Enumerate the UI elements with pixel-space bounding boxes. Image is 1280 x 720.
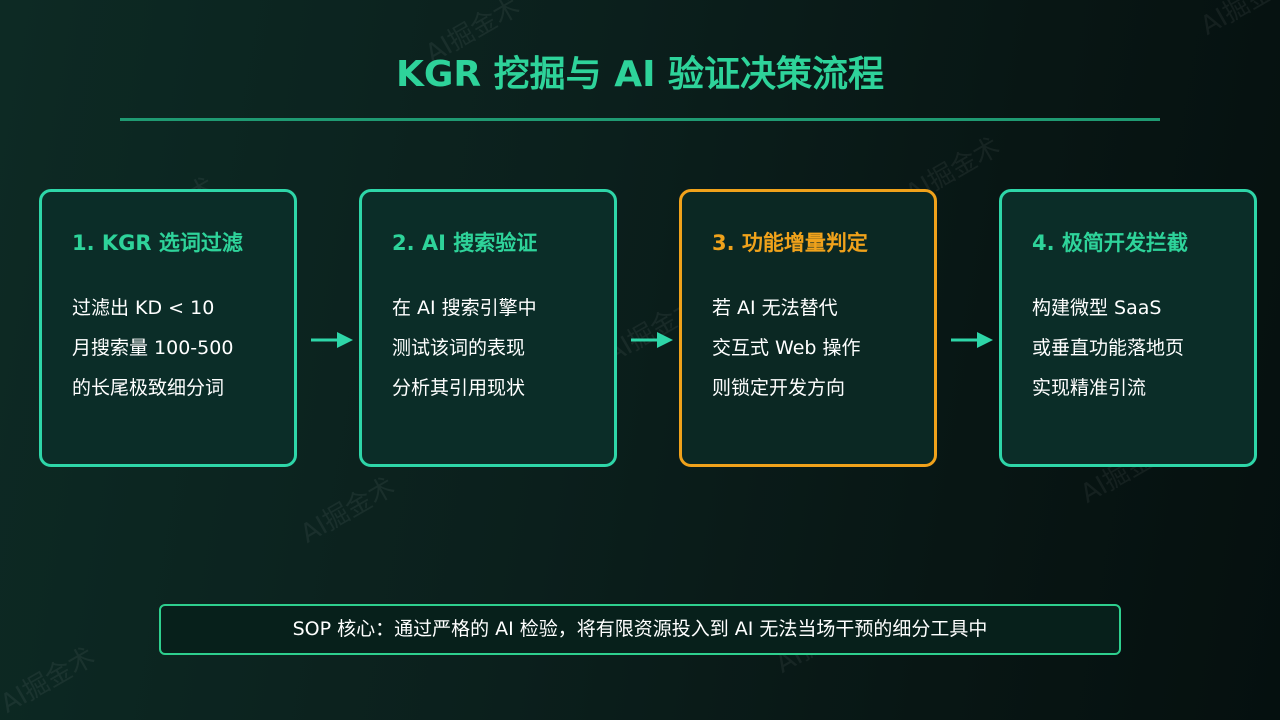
step-description: 过滤出 KD < 10 月搜索量 100-500 的长尾极致细分词 (72, 288, 233, 408)
step-line: 月搜索量 100-500 (72, 337, 234, 359)
sop-summary-banner: SOP 核心：通过严格的 AI 检验，将有限资源投入到 AI 无法当场干预的细分… (159, 604, 1121, 655)
watermark: AI掘金术 (0, 641, 101, 720)
step-line: 的长尾极致细分词 (72, 377, 225, 399)
step-line: 构建微型 SaaS (1032, 297, 1162, 319)
step-line: 在 AI 搜索引擎中 (392, 297, 537, 319)
step-title: 4. 极简开发拦截 (1032, 231, 1188, 255)
step-description: 构建微型 SaaS 或垂直功能落地页 实现精准引流 (1032, 288, 1184, 408)
arrow-right-icon (311, 332, 353, 348)
title-divider (120, 118, 1160, 121)
arrow-right-icon (631, 332, 673, 348)
step-line: 实现精准引流 (1032, 377, 1147, 399)
watermark: AI掘金术 (1195, 0, 1280, 42)
step-description: 若 AI 无法替代 交互式 Web 操作 则锁定开发方向 (712, 288, 861, 408)
step-line: 交互式 Web 操作 (712, 337, 861, 359)
step-line: 或垂直功能落地页 (1032, 337, 1185, 359)
watermark: AI掘金术 (295, 471, 401, 550)
step-title: 1. KGR 选词过滤 (72, 231, 243, 255)
step-title: 2. AI 搜索验证 (392, 231, 538, 255)
step-line: 过滤出 KD < 10 (72, 297, 215, 319)
page-title: KGR 挖掘与 AI 验证决策流程 (395, 54, 885, 95)
step-line: 若 AI 无法替代 (712, 297, 838, 319)
step-card-4: 4. 极简开发拦截 构建微型 SaaS 或垂直功能落地页 实现精准引流 (999, 189, 1257, 467)
step-line: 分析其引用现状 (392, 377, 526, 399)
step-line: 测试该词的表现 (392, 337, 526, 359)
step-card-2: 2. AI 搜索验证 在 AI 搜索引擎中 测试该词的表现 分析其引用现状 (359, 189, 617, 467)
step-description: 在 AI 搜索引擎中 测试该词的表现 分析其引用现状 (392, 288, 537, 408)
arrow-right-icon (951, 332, 993, 348)
step-card-3: 3. 功能增量判定 若 AI 无法替代 交互式 Web 操作 则锁定开发方向 (679, 189, 937, 467)
step-card-1: 1. KGR 选词过滤 过滤出 KD < 10 月搜索量 100-500 的长尾… (39, 189, 297, 467)
step-line: 则锁定开发方向 (712, 377, 846, 399)
step-title: 3. 功能增量判定 (712, 231, 868, 255)
